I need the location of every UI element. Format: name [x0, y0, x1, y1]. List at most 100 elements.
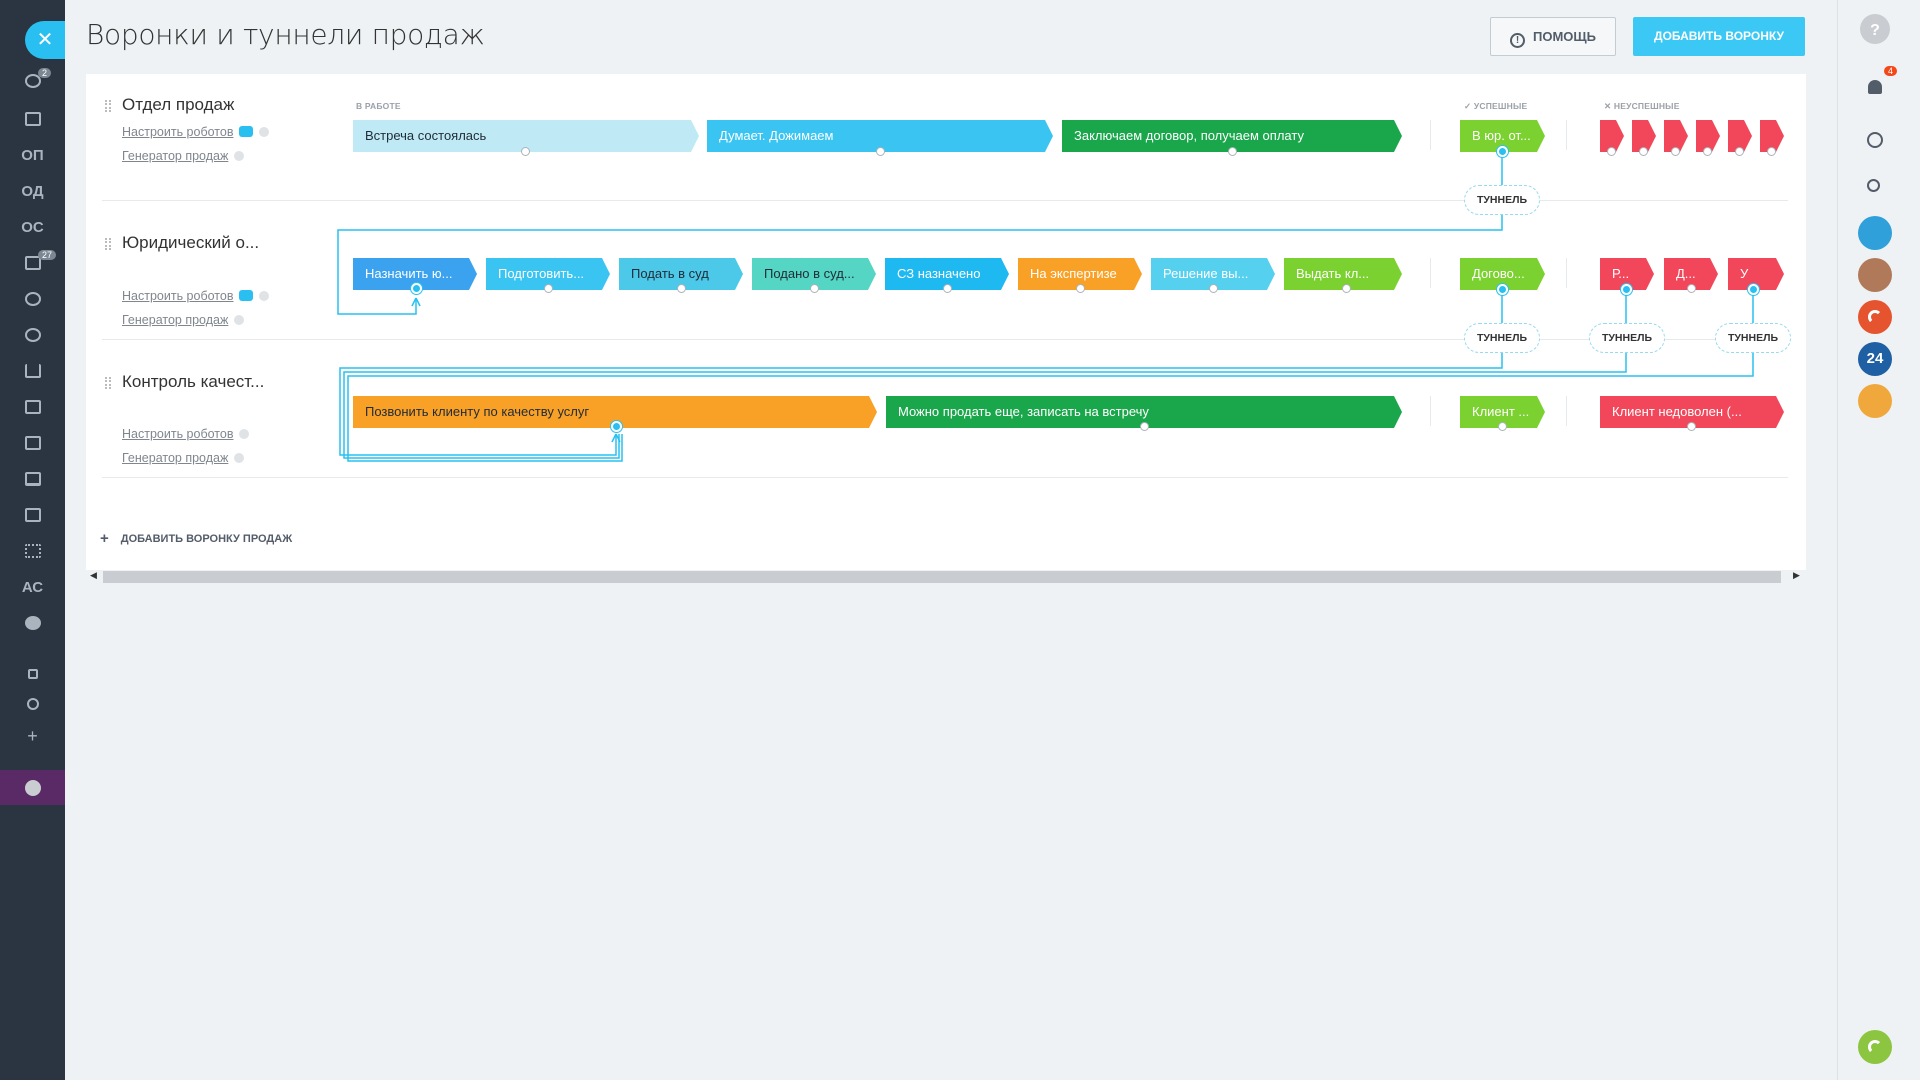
stage-connector-dot[interactable]	[1703, 147, 1712, 156]
help-question-button[interactable]: ?	[1860, 14, 1890, 44]
active-menu-item[interactable]	[0, 770, 65, 805]
stage-connector-dot[interactable]	[1735, 147, 1744, 156]
group-avatar[interactable]	[1858, 216, 1892, 250]
robots-link[interactable]: Настроить роботов	[122, 289, 270, 303]
stage-connector-dot[interactable]	[876, 147, 885, 156]
funnel-name[interactable]: Контроль качест...	[122, 372, 265, 391]
sitemap-icon	[27, 669, 38, 679]
stage-connector-dot[interactable]	[1228, 147, 1237, 156]
user-avatar[interactable]	[1858, 384, 1892, 418]
stage-connector-dot-active[interactable]	[611, 421, 622, 432]
drag-handle-icon[interactable]	[105, 377, 111, 389]
close-panel-button[interactable]: ✕	[25, 21, 65, 59]
stage[interactable]: Думает. Дожимаем	[707, 120, 1053, 152]
check-menu-item[interactable]	[0, 616, 65, 634]
tasks-menu-item[interactable]: 27	[0, 250, 65, 274]
filter-menu-item[interactable]: 2	[0, 68, 65, 92]
stage-connector-dot[interactable]	[1687, 284, 1696, 293]
shop-menu-item[interactable]	[0, 472, 65, 490]
add-funnel-button[interactable]: ДОБАВИТЬ ВОРОНКУ	[1633, 17, 1805, 56]
tunnel-label[interactable]: ТУННЕЛЬ	[1715, 323, 1791, 353]
scroll-left-arrow[interactable]: ◀	[90, 570, 97, 580]
stage-connector-dot[interactable]	[544, 284, 553, 293]
generator-link-label: Генератор продаж	[122, 451, 229, 465]
phone-call-button[interactable]	[1858, 300, 1892, 334]
tunnel-label[interactable]: ТУННЕЛЬ	[1464, 185, 1540, 215]
apps-menu-item[interactable]	[0, 544, 65, 562]
stage-connector-dot[interactable]	[1140, 422, 1149, 431]
bell-icon	[1868, 80, 1882, 94]
success-column-header: ✓ УСПЕШНЫЕ	[1464, 101, 1527, 112]
calendar-icon	[24, 112, 41, 126]
tunnel-label[interactable]: ТУННЕЛЬ	[1589, 323, 1665, 353]
stage-connector-dot[interactable]	[810, 284, 819, 293]
stage-connector-dot[interactable]	[1639, 147, 1648, 156]
stage-connector-dot[interactable]	[677, 284, 686, 293]
stage-connector-dot-active[interactable]	[1497, 146, 1508, 157]
drag-handle-icon[interactable]	[105, 238, 111, 250]
add-menu-item[interactable]: +	[0, 726, 65, 747]
robots-link[interactable]: Настроить роботов	[122, 125, 270, 139]
mail-menu-item[interactable]	[0, 400, 65, 418]
tunnel-label[interactable]: ТУННЕЛЬ	[1464, 323, 1540, 353]
horizontal-scrollbar[interactable]	[103, 571, 1781, 583]
storage-menu-item[interactable]	[0, 436, 65, 454]
notifications-button[interactable]: 4	[1860, 66, 1898, 102]
target-menu-item[interactable]	[0, 292, 65, 310]
stage[interactable]: Встреча состоялась	[353, 120, 699, 152]
search-button[interactable]	[1860, 172, 1890, 202]
divider	[1566, 258, 1567, 288]
tasks-count-badge: 27	[38, 250, 57, 260]
funnel-name[interactable]: Отдел продаж	[122, 95, 235, 114]
menu-item-os[interactable]: ОС	[21, 219, 44, 236]
stage-connector-dot[interactable]	[1767, 147, 1776, 156]
stage-connector-dot[interactable]	[521, 147, 530, 156]
menu-item-as[interactable]: АС	[21, 579, 44, 596]
close-icon: ✕	[36, 29, 54, 51]
scroll-right-arrow[interactable]: ▶	[1793, 570, 1800, 580]
stage-connector-dot[interactable]	[1687, 422, 1696, 431]
stage[interactable]: Заключаем договор, получаем оплату	[1062, 120, 1402, 152]
stage-connector-dot[interactable]	[1607, 147, 1616, 156]
drag-handle-icon[interactable]	[105, 100, 111, 112]
stage-connector-dot[interactable]	[1076, 284, 1085, 293]
down-circle-icon	[24, 780, 41, 796]
stage-connector-dot[interactable]	[1209, 284, 1218, 293]
bitrix24-button[interactable]: 24	[1858, 342, 1892, 376]
help-button[interactable]: !ПОМОЩЬ	[1490, 17, 1616, 56]
generator-link[interactable]: Генератор продаж	[122, 451, 245, 465]
success-label: УСПЕШНЫЕ	[1473, 101, 1528, 111]
stage-connector-dot[interactable]	[1671, 147, 1680, 156]
generator-link[interactable]: Генератор продаж	[122, 313, 245, 327]
window-menu-item[interactable]	[0, 508, 65, 526]
stage-connector-dot[interactable]	[1498, 422, 1507, 431]
stage-connector-dot-active[interactable]	[411, 283, 422, 294]
help-button-label: ПОМОЩЬ	[1533, 29, 1596, 44]
funnel-name[interactable]: Юридический о...	[122, 233, 260, 252]
stage-connector-dot-active[interactable]	[1748, 284, 1759, 295]
menu-item-od[interactable]: ОД	[21, 183, 44, 200]
user-avatar[interactable]	[1858, 258, 1892, 292]
question-icon	[259, 127, 270, 137]
stage-connector-dot[interactable]	[943, 284, 952, 293]
reports-menu-item[interactable]	[0, 364, 65, 382]
plus-icon: +	[27, 726, 38, 746]
checkbox-icon	[24, 256, 41, 270]
stage-connector-dot-active[interactable]	[1621, 284, 1632, 295]
success-stage[interactable]: В юр. от...	[1460, 120, 1545, 152]
stage-connector-dot-active[interactable]	[1497, 284, 1508, 295]
check-circle-icon	[24, 616, 41, 630]
menu-item-op[interactable]: ОП	[21, 147, 44, 164]
generator-link[interactable]: Генератор продаж	[122, 149, 245, 163]
chat-button[interactable]	[1860, 125, 1890, 155]
call-button[interactable]	[1858, 1030, 1892, 1064]
grid-icon	[24, 544, 41, 558]
sitemap-menu-item[interactable]	[0, 666, 65, 683]
settings-menu-item[interactable]	[0, 697, 65, 714]
robots-link[interactable]: Настроить роботов	[122, 427, 250, 441]
add-sales-funnel-link[interactable]: +ДОБАВИТЬ ВОРОНКУ ПРОДАЖ	[100, 530, 292, 547]
calendar-menu-item[interactable]	[0, 112, 65, 130]
clock-menu-item[interactable]	[0, 328, 65, 346]
question-icon	[234, 315, 245, 325]
stage-connector-dot[interactable]	[1342, 284, 1351, 293]
